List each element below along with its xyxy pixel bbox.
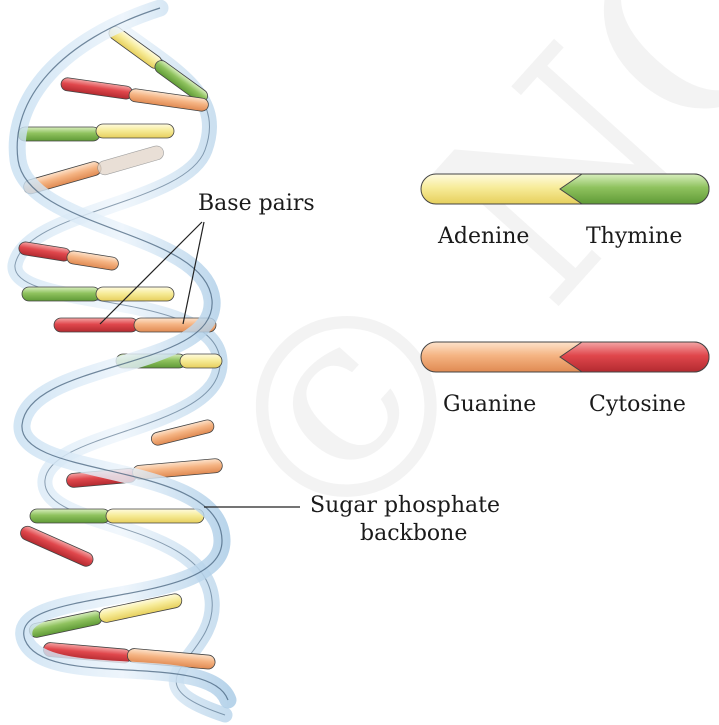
- label-backbone: backbone: [360, 521, 467, 546]
- backbone-strand-front-edge: [16, 7, 229, 701]
- legend-thymine-bar: [559, 173, 710, 205]
- legend-cytosine-label: Cytosine: [589, 392, 686, 417]
- rung-9: [150, 419, 215, 446]
- legend-adenine-label: Adenine: [437, 224, 529, 249]
- legend-thymine-label: Thymine: [586, 224, 682, 249]
- pointer-base-pairs-1: [99, 221, 203, 325]
- rung-11: [29, 508, 205, 524]
- label-sugar-phosphate: Sugar phosphate: [310, 493, 500, 518]
- rung-3: [17, 123, 175, 142]
- legend-guanine-cytosine: Guanine Cytosine: [420, 341, 710, 417]
- backbone-strand-back-edge: [14, 27, 226, 716]
- pointer-base-pairs-2: [182, 221, 205, 325]
- legend-guanine-label: Guanine: [443, 392, 536, 417]
- rung-6: [21, 286, 175, 302]
- rung-2: [60, 77, 209, 112]
- rung-5: [18, 241, 119, 271]
- legend-cytosine-bar: [559, 341, 710, 373]
- rung-12: [20, 525, 94, 567]
- legend-adenine-thymine: Adenine Thymine: [420, 173, 710, 249]
- label-base-pairs: Base pairs: [198, 191, 315, 216]
